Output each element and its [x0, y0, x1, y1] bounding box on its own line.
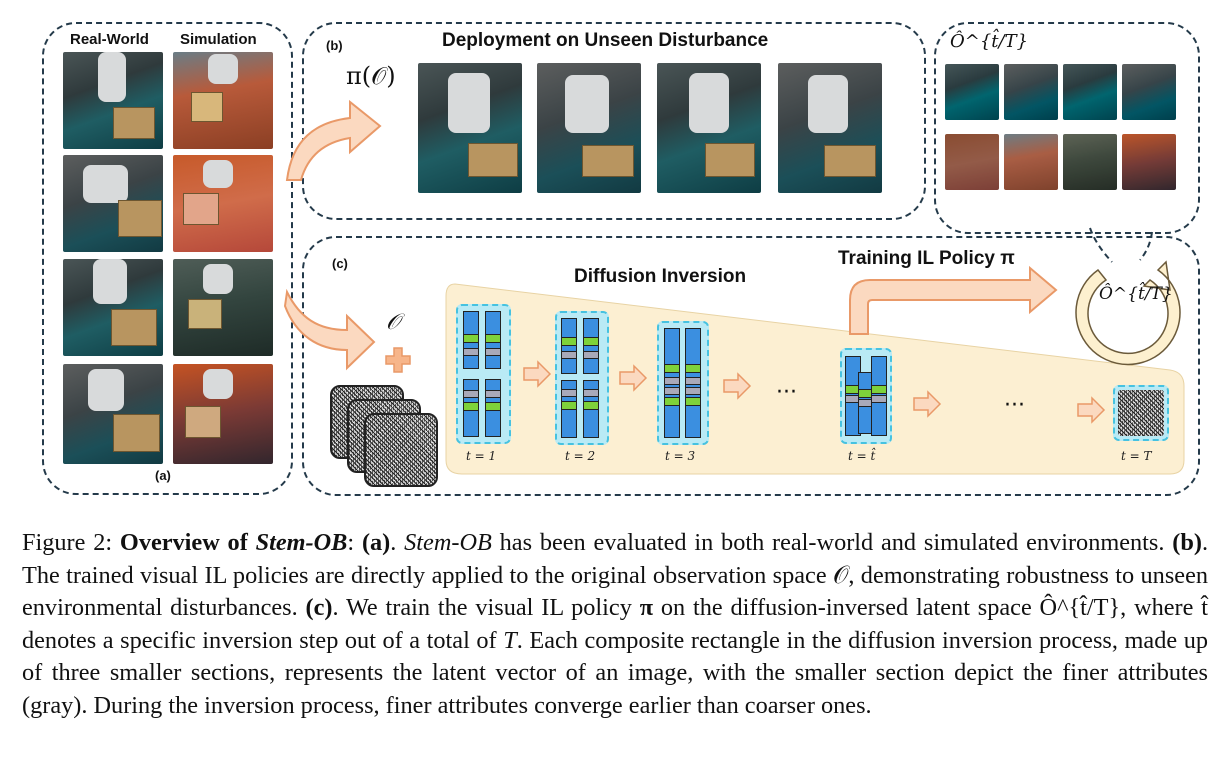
caption-T: T: [503, 626, 517, 654]
latent-column: [583, 318, 599, 374]
step-arrow-icon: [913, 390, 942, 418]
step-arrow-icon: [1077, 396, 1106, 424]
simulation-photo-2: [173, 155, 273, 252]
real-world-header: Real-World: [70, 31, 149, 48]
latent-column: [845, 356, 861, 436]
deployment-photo-4: [778, 63, 882, 193]
latent-example-8: [1122, 134, 1176, 190]
latent-column: [485, 311, 501, 369]
loop-arrow: [1075, 260, 1181, 366]
step-label-t1: t = 1: [466, 449, 497, 463]
ellipsis-1: ···: [776, 380, 797, 405]
latent-examples-panel: [934, 22, 1200, 234]
panel-b: [302, 22, 926, 220]
panel-c: [302, 236, 1200, 496]
loop-label: Ô^{t̂/T}: [1099, 284, 1173, 304]
deployment-photo-2: [537, 63, 641, 193]
latent-column: [485, 379, 501, 437]
panel-b-title: Deployment on Unseen Disturbance: [442, 30, 769, 51]
step-arrow-icon: [523, 360, 552, 388]
caption-text: . Each composite rectangle in the diffus…: [22, 626, 1208, 719]
simulation-photo-3: [173, 259, 273, 356]
deployment-photo-1: [418, 63, 522, 193]
latent-example-7: [1063, 134, 1117, 190]
latent-column: [871, 356, 887, 436]
caption-text: :: [347, 529, 362, 556]
caption-text: . We train the visual IL policy: [332, 594, 640, 621]
caption-title-prefix: Overview of: [119, 529, 256, 556]
latent-example-1: [945, 64, 999, 120]
caption-text: has been evaluated in both real-world an…: [491, 529, 1173, 556]
panel-c-title: Diffusion Inversion: [574, 266, 747, 287]
latent-examples-label-text: Ô^{t̂/T}: [950, 31, 1029, 52]
plus-icon: [385, 347, 411, 373]
panel-b-label: (b): [326, 38, 343, 53]
panel-c-label: (c): [332, 256, 348, 271]
caption-title-name: Stem-OB: [255, 529, 348, 556]
latent-example-4: [1122, 64, 1176, 120]
caption-ref-a: (a): [361, 529, 391, 556]
panel-a: [42, 22, 293, 495]
final-noise-image: [1118, 390, 1164, 436]
latent-column: [561, 380, 577, 438]
latent-column: [463, 379, 479, 437]
caption-text: . The trained visual IL policies are dir…: [22, 529, 1209, 621]
ellipsis-2: ···: [1004, 393, 1025, 418]
deployment-photo-3: [657, 63, 761, 193]
step-label-t2: t = 2: [565, 449, 596, 463]
latent-example-5: [945, 134, 999, 190]
observation-symbol: 𝒪: [386, 310, 400, 335]
latent-examples-label: Ô^{t̂/T}: [950, 28, 1028, 53]
real-world-photo-3: [63, 259, 163, 356]
arrow-to-deployment: [285, 99, 382, 181]
latent-column: [685, 328, 701, 438]
latent-column: [583, 380, 599, 438]
step-label-that: t = t̂: [848, 449, 876, 463]
step-arrow-icon: [619, 364, 648, 392]
latent-example-2: [1004, 64, 1058, 120]
simulation-photo-1: [173, 52, 273, 149]
real-world-photo-2: [63, 155, 163, 252]
caption-title: Overview of Stem-OB: [120, 529, 347, 556]
caption-ref-c: (c): [305, 594, 333, 621]
simulation-header: Simulation: [180, 31, 257, 48]
figure-caption: Figure 2: Overview of Stem-OB: (a). Stem…: [22, 527, 1208, 722]
caption-fig-label: Figure 2:: [22, 529, 113, 556]
real-world-photo-1: [63, 52, 163, 149]
latent-column: [463, 311, 479, 369]
policy-label: π(𝒪): [346, 62, 396, 90]
caption-pi: π: [639, 594, 653, 621]
noise-image-3: [364, 413, 438, 487]
step-label-t3: t = 3: [665, 449, 696, 463]
latent-column: [561, 318, 577, 374]
real-world-photo-4: [63, 364, 163, 464]
caption-text: on the diffusion-inversed latent space Ô…: [22, 594, 1208, 654]
caption-ref-b: (b): [1172, 529, 1202, 556]
caption-method-name: Stem-OB: [404, 529, 492, 556]
arrow-to-inversion: [283, 288, 376, 371]
panel-a-label: (a): [155, 468, 171, 483]
training-title: Training IL Policy π: [838, 248, 1015, 269]
latent-column: [664, 328, 680, 438]
latent-example-6: [1004, 134, 1058, 190]
step-label-tT: t = T: [1121, 449, 1152, 463]
simulation-photo-4: [173, 364, 273, 464]
caption-text: .: [390, 529, 405, 556]
latent-example-3: [1063, 64, 1117, 120]
training-arrow: [849, 265, 1058, 335]
step-arrow-icon: [723, 372, 752, 400]
